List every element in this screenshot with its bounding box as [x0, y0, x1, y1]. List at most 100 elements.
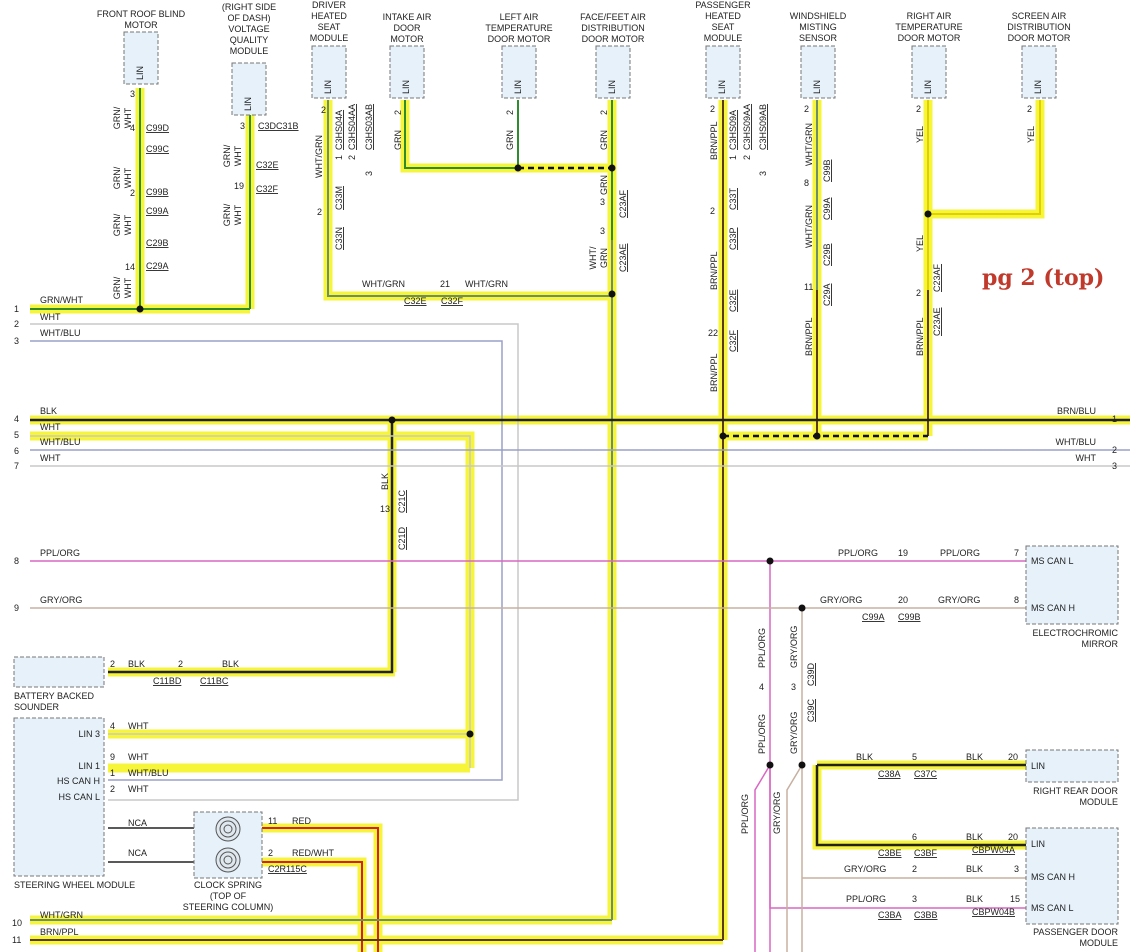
- svg-text:BRN/PPL: BRN/PPL: [915, 317, 925, 356]
- svg-text:3: 3: [130, 89, 135, 99]
- svg-text:C29B: C29B: [146, 238, 169, 248]
- svg-text:GRY/ORG: GRY/ORG: [772, 792, 782, 834]
- page-note: pg 2 (top): [982, 265, 1104, 291]
- svg-text:WHT: WHT: [128, 721, 149, 731]
- lin-pin-label: LIN: [607, 80, 617, 94]
- rail-number: 6: [14, 446, 19, 456]
- svg-text:2: 2: [710, 104, 715, 114]
- svg-text:1: 1: [334, 155, 344, 160]
- svg-text:3: 3: [1014, 864, 1019, 874]
- svg-text:4: 4: [759, 682, 764, 692]
- svg-text:C3HS04AA: C3HS04AA: [347, 104, 357, 150]
- svg-text:BLK: BLK: [966, 832, 983, 842]
- rail-number: 5: [14, 430, 19, 440]
- svg-text:C99B: C99B: [898, 612, 921, 622]
- rail-number: 9: [14, 603, 19, 613]
- svg-text:RED: RED: [292, 816, 312, 826]
- svg-text:4: 4: [130, 123, 135, 133]
- rail-number: 2: [14, 319, 19, 329]
- rail-label: WHT/BLU: [40, 437, 81, 447]
- svg-text:GRY/ORG: GRY/ORG: [820, 595, 862, 605]
- svg-text:14: 14: [125, 262, 135, 272]
- svg-text:PPL/ORG: PPL/ORG: [740, 794, 750, 834]
- svg-text:WHT/GRN: WHT/GRN: [362, 279, 405, 289]
- svg-text:1: 1: [728, 155, 738, 160]
- rail-label: BRN/PPL: [40, 927, 79, 937]
- svg-text:GRY/ORG: GRY/ORG: [789, 626, 799, 668]
- svg-text:C33T: C33T: [728, 187, 738, 210]
- svg-text:C3BA: C3BA: [878, 910, 902, 920]
- svg-text:C3DC31B: C3DC31B: [258, 121, 299, 131]
- svg-text:GRN: GRN: [599, 175, 609, 195]
- svg-text:1: 1: [110, 768, 115, 778]
- rail-label: BRN/BLU: [1057, 406, 1096, 416]
- svg-text:2: 2: [178, 659, 183, 669]
- lin-pin-label: LIN: [513, 80, 523, 94]
- svg-text:2: 2: [916, 104, 921, 114]
- svg-text:2: 2: [321, 105, 326, 115]
- right-air-temp-wiring-labels: 2 YEL 2 YEL YEL 2 C23AF C23AE BRN/PPL: [915, 104, 1036, 356]
- svg-text:C37C: C37C: [914, 769, 938, 779]
- rail-number: 1: [1112, 414, 1117, 424]
- rail-label: WHT: [40, 422, 61, 432]
- svg-text:C2R115C: C2R115C: [268, 864, 307, 874]
- svg-text:BRN/PPL: BRN/PPL: [709, 251, 719, 290]
- svg-text:3: 3: [600, 197, 605, 207]
- svg-text:GRN/WHT: GRN/WHT: [112, 213, 133, 236]
- svg-text:2: 2: [710, 206, 715, 216]
- svg-text:C23AF: C23AF: [618, 189, 628, 218]
- svg-text:9: 9: [110, 752, 115, 762]
- svg-text:C29B: C29B: [822, 243, 832, 266]
- svg-text:WHT/GRN: WHT/GRN: [314, 135, 324, 178]
- top-modules: LIN LIN LIN LIN LIN LIN LIN LIN LIN LIN: [123, 31, 1057, 116]
- svg-text:C21D: C21D: [397, 526, 407, 550]
- svg-text:WHT/GRN: WHT/GRN: [804, 205, 814, 248]
- svg-text:C3HS03AB: C3HS03AB: [364, 104, 374, 150]
- svg-text:19: 19: [898, 548, 908, 558]
- svg-text:C99B: C99B: [146, 187, 169, 197]
- svg-text:2: 2: [268, 848, 273, 858]
- coil-icon: [215, 816, 241, 873]
- svg-text:MS CAN H: MS CAN H: [1031, 872, 1075, 882]
- rail-number: 2: [1112, 445, 1117, 455]
- svg-text:C21C: C21C: [397, 489, 407, 513]
- rail-label: BLK: [40, 406, 57, 416]
- svg-text:20: 20: [898, 595, 908, 605]
- front-roof-blind-wiring-labels: 3 4 2 14 C99D C99C C99B C99A C29B C29A G…: [112, 89, 170, 299]
- svg-text:C3BE: C3BE: [878, 848, 902, 858]
- svg-text:BLK: BLK: [966, 864, 983, 874]
- svg-text:8: 8: [1014, 595, 1019, 605]
- svg-text:MS CAN L: MS CAN L: [1031, 556, 1074, 566]
- svg-text:C23AF: C23AF: [932, 263, 942, 292]
- svg-text:C33M: C33M: [334, 186, 344, 210]
- svg-text:GRN/WHT: GRN/WHT: [222, 144, 243, 167]
- svg-text:BLK: BLK: [128, 659, 145, 669]
- svg-text:HS CAN H: HS CAN H: [57, 776, 100, 786]
- svg-text:C3HS04A: C3HS04A: [334, 110, 344, 150]
- svg-text:C3BF: C3BF: [914, 848, 938, 858]
- svg-text:2: 2: [130, 188, 135, 198]
- svg-text:BRN/PPL: BRN/PPL: [804, 317, 814, 356]
- svg-text:C33N: C33N: [334, 227, 344, 250]
- svg-text:20: 20: [1008, 832, 1018, 842]
- svg-text:22: 22: [708, 328, 718, 338]
- svg-text:C23AE: C23AE: [932, 307, 942, 336]
- svg-text:WHT/BLU: WHT/BLU: [128, 768, 169, 778]
- rail-label: WHT: [40, 453, 61, 463]
- lin-pin-label: LIN: [323, 80, 333, 94]
- svg-text:PPL/ORG: PPL/ORG: [846, 894, 886, 904]
- svg-text:BRN/PPL: BRN/PPL: [709, 353, 719, 392]
- svg-text:LIN 1: LIN 1: [78, 761, 100, 771]
- svg-text:C99C: C99C: [146, 144, 170, 154]
- svg-text:C32F: C32F: [728, 329, 738, 352]
- svg-text:CBPW04A: CBPW04A: [972, 845, 1015, 855]
- svg-text:GRN: GRN: [505, 130, 515, 150]
